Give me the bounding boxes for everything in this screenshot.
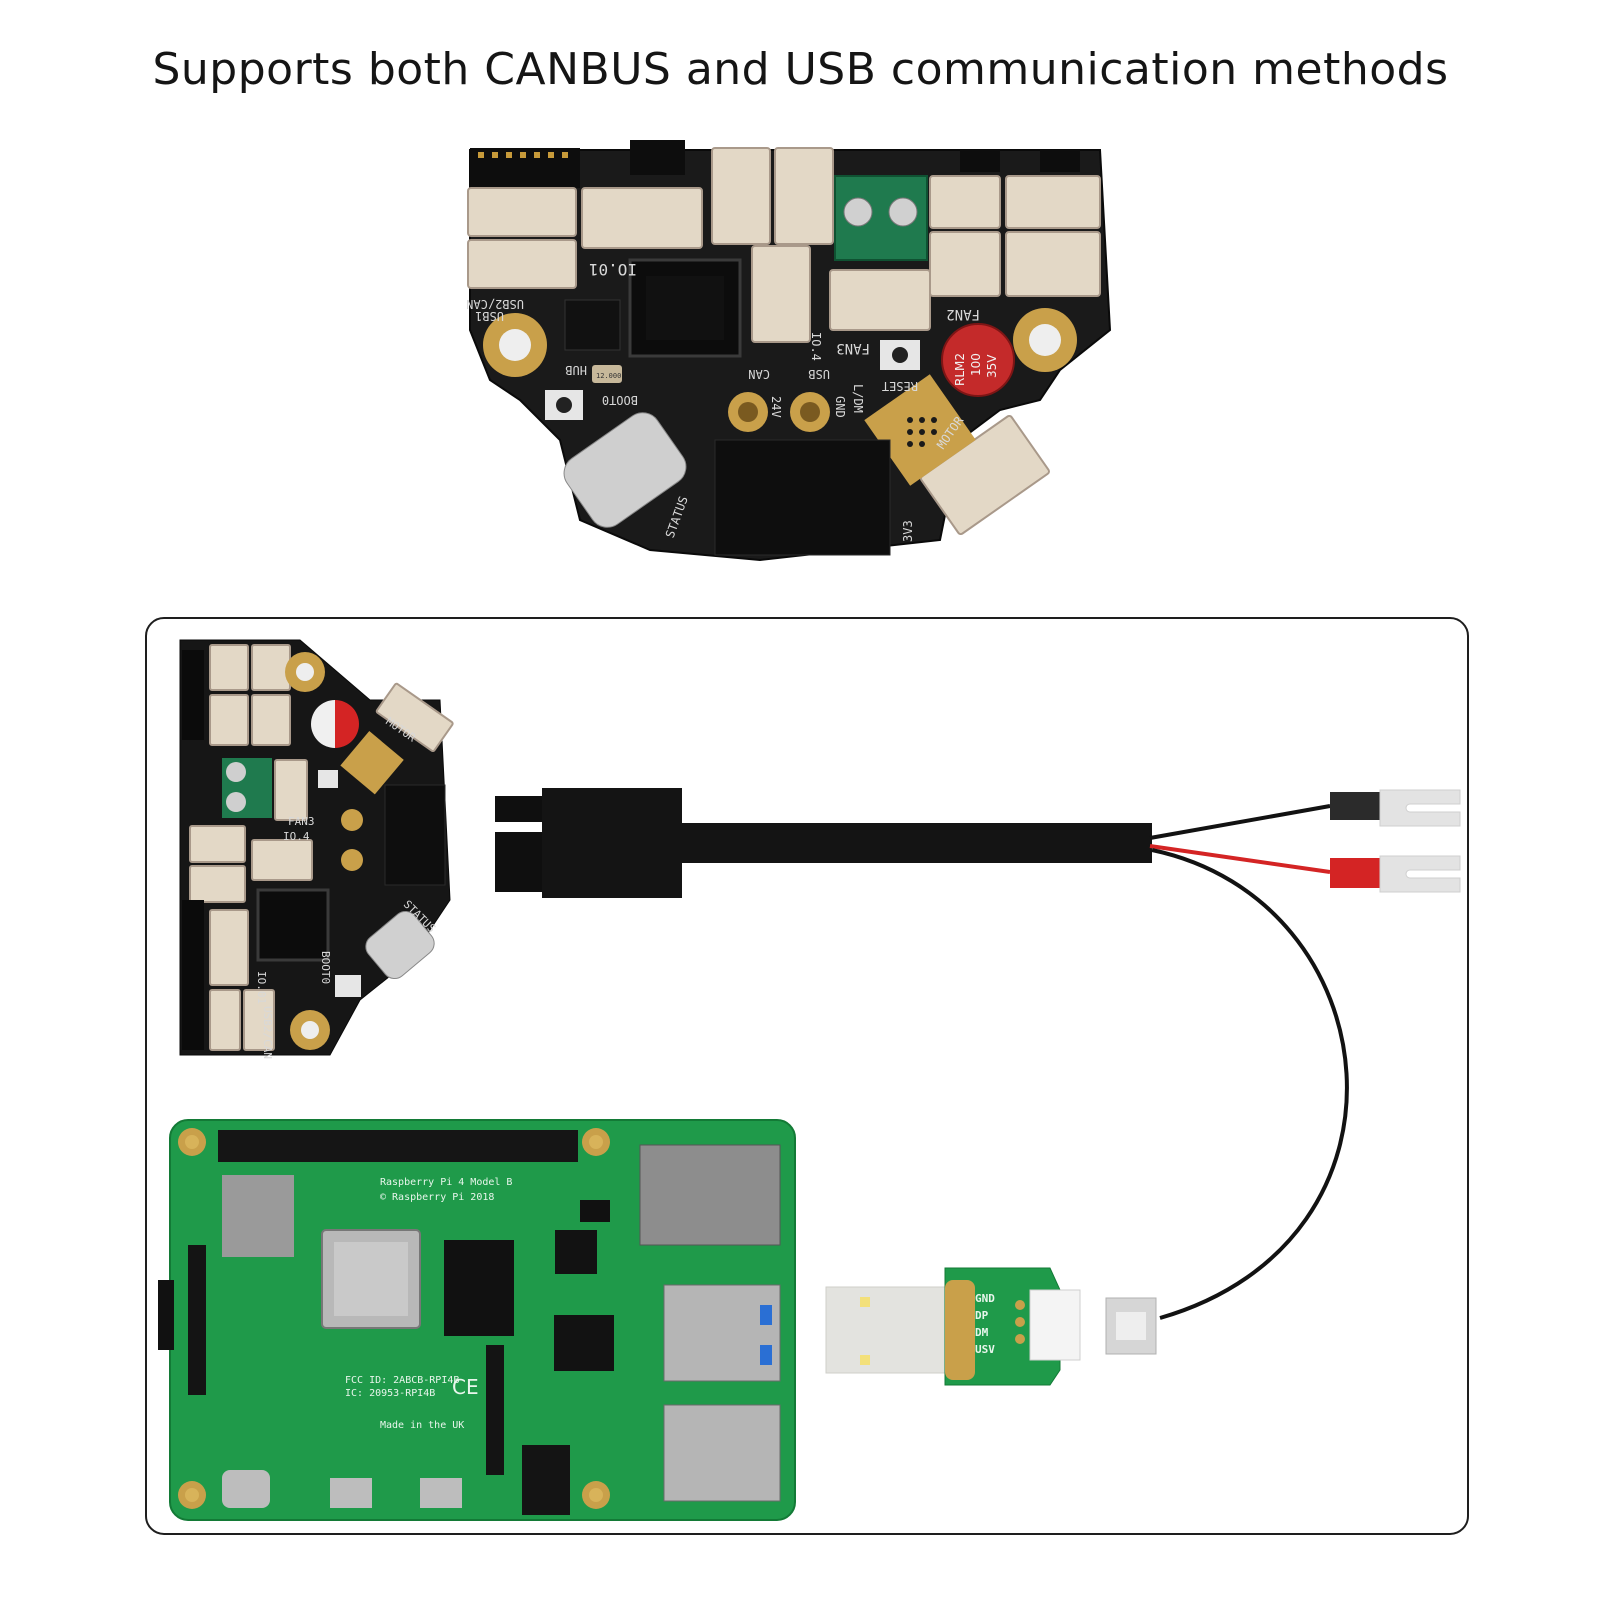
rpi-model-text: Raspberry Pi 4 Model B xyxy=(380,1177,512,1188)
small-silk-usb2can: USB2/CAN xyxy=(261,1006,274,1059)
cap-label-1: RLM2 xyxy=(953,353,967,386)
silk-io01: IO.01 xyxy=(589,260,637,279)
adapter-pin-usv: USV xyxy=(975,1343,995,1356)
usb-adapter: GND DP DM USV xyxy=(825,1267,1157,1386)
cap-label-2: 100 xyxy=(969,353,983,376)
rpi-fcc: FCC ID: 2ABCB-RPI4B xyxy=(345,1375,459,1386)
silk-gnd: GND xyxy=(833,396,847,418)
adapter-pin-dm: DM xyxy=(975,1326,989,1339)
cap-label-3: 35V xyxy=(985,354,999,378)
small-silk-io4: IO.4 xyxy=(283,830,310,843)
toolhead-board-top: USB2/CAN USB1 IO.01 FAN2 FAN3 IO.4 HUB B… xyxy=(466,140,1112,562)
small-silk-fan3: FAN3 xyxy=(288,815,315,828)
silk-usb1: USB1 xyxy=(475,309,504,323)
silk-ldm: L/DM xyxy=(851,384,865,413)
rpi-copyright: © Raspberry Pi 2018 xyxy=(380,1192,494,1203)
silk-reset: RESET xyxy=(882,379,918,393)
crystal-label: 12.000 xyxy=(596,372,621,380)
silk-24v: 24V xyxy=(769,396,783,418)
raspberry-pi-board: Raspberry Pi 4 Model B © Raspberry Pi 20… xyxy=(158,1119,796,1521)
silk-usb2can: USB2/CAN xyxy=(466,297,524,311)
adapter-pin-dp: DP xyxy=(975,1309,989,1322)
silk-boot0: BOOT0 xyxy=(602,393,638,407)
power-cable xyxy=(495,788,1461,1320)
silk-usb: USB xyxy=(808,367,830,381)
rpi-ce-mark: CE xyxy=(452,1375,479,1399)
rpi-ic: IC: 20953-RPI4B xyxy=(345,1388,435,1399)
silk-fan2: FAN2 xyxy=(946,306,980,322)
silk-hub: HUB xyxy=(565,363,587,377)
silk-3v3: 3V3 xyxy=(901,520,915,542)
rpi-made-in: Made in the UK xyxy=(380,1420,464,1431)
toolhead-board-small: IO.4 IO.01 FAN3 MOTOR STATUS BOOT0 USB2/… xyxy=(179,639,454,1059)
headline-caption: Supports both CANBUS and USB communicati… xyxy=(152,44,1449,95)
small-silk-io01: IO.01 xyxy=(255,971,268,1004)
silk-io4: IO.4 xyxy=(809,332,823,361)
silk-can: CAN xyxy=(748,367,770,381)
adapter-pin-gnd: GND xyxy=(975,1292,995,1305)
silk-fan3: FAN3 xyxy=(836,340,870,356)
small-silk-boot0: BOOT0 xyxy=(319,951,332,984)
